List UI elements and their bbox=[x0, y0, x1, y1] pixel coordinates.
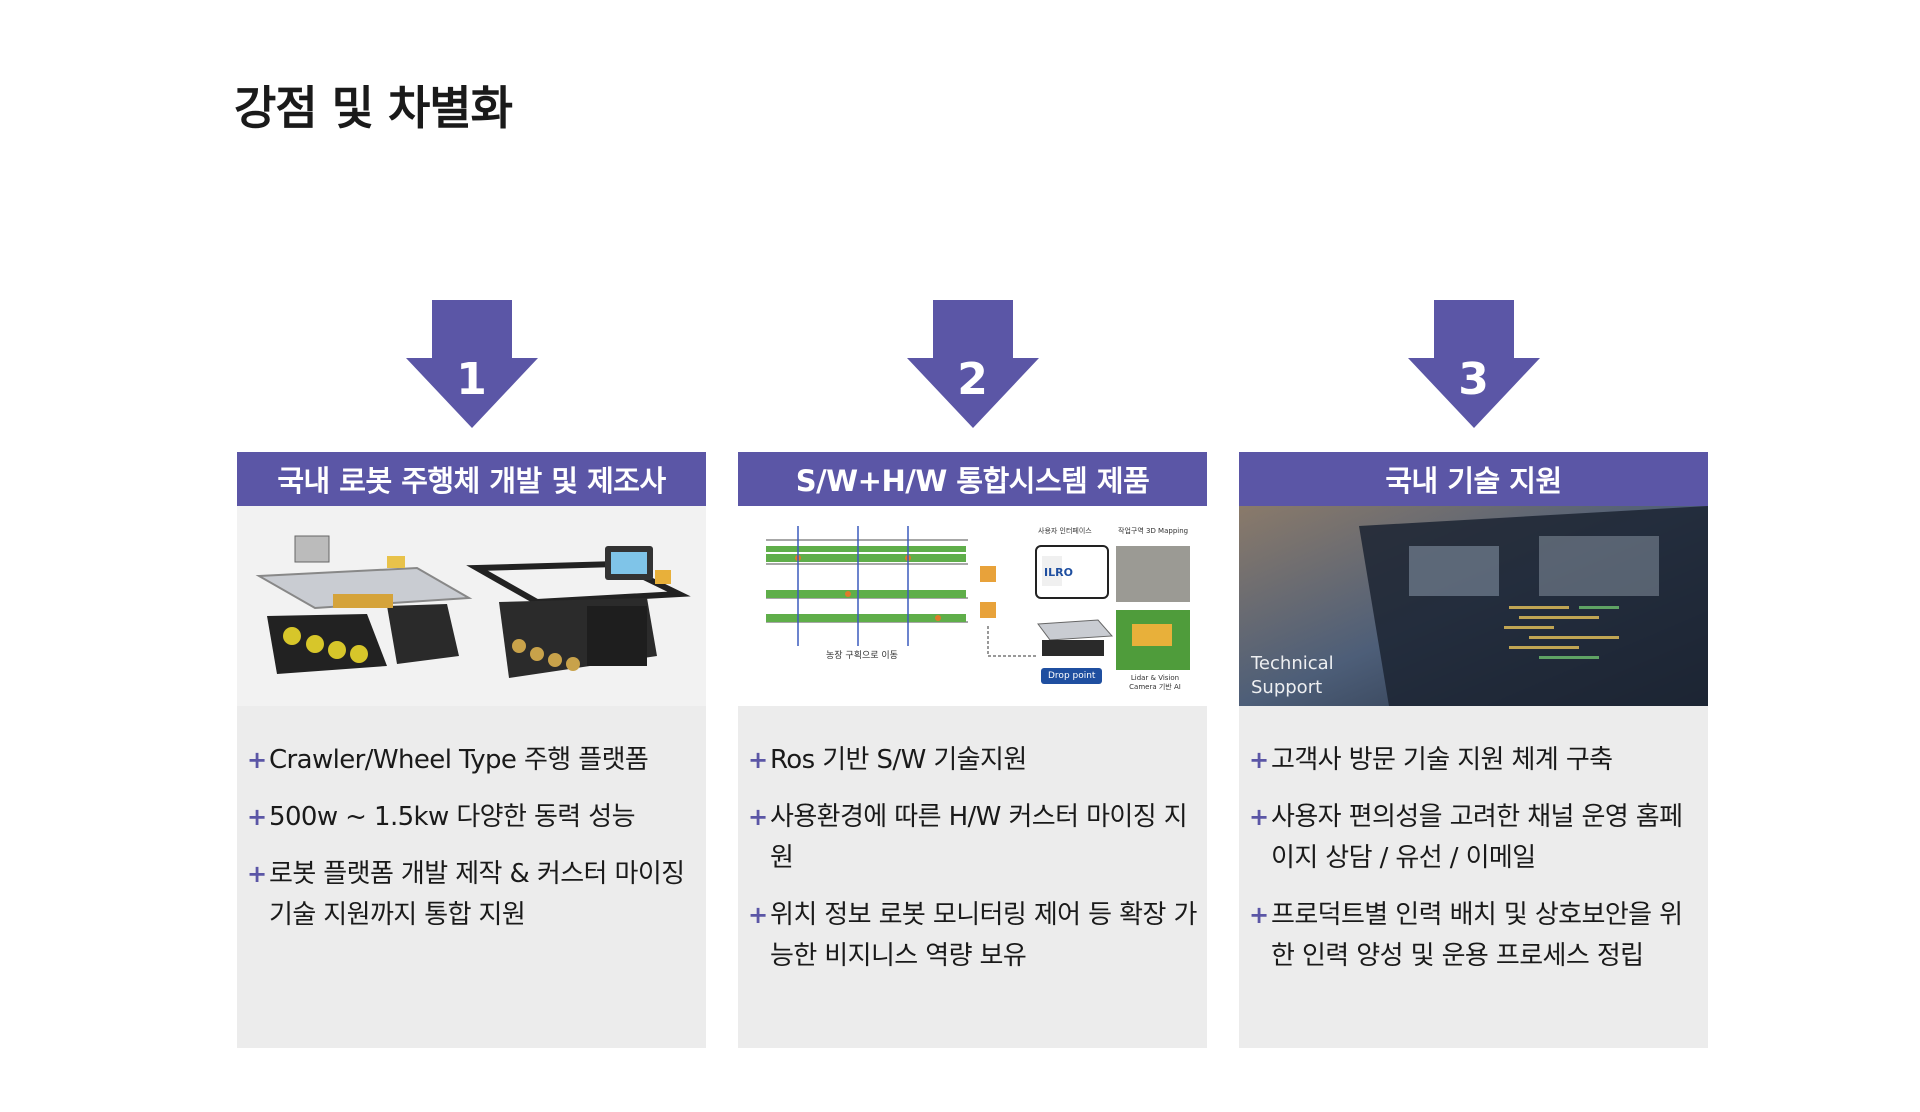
down-arrow-icon: 1 bbox=[405, 300, 538, 428]
system-diagram-image: 농장 구획으로 이동 사용자 인터페이스 작업구역 3D Mapping ILR… bbox=[738, 506, 1207, 706]
ui-label: 사용자 인터페이스 bbox=[1038, 527, 1092, 535]
plus-icon: + bbox=[1249, 746, 1269, 774]
lidar-label: Lidar & Vision Camera 기반 AI bbox=[1129, 674, 1181, 691]
plus-icon: + bbox=[748, 803, 768, 831]
list-item: +Ros 기반 S/W 기술지원 bbox=[748, 740, 1197, 781]
ilro-logo: ILRO bbox=[1044, 566, 1073, 579]
down-arrow-icon: 3 bbox=[1407, 300, 1540, 428]
page-title: 강점 및 차별화 bbox=[234, 81, 513, 135]
plus-icon: + bbox=[247, 860, 267, 888]
plus-icon: + bbox=[748, 901, 768, 929]
strength-column-3: 3 국내 기술 지원 bbox=[1239, 300, 1708, 1048]
list-item: +로봇 플랫폼 개발 제작 & 커스터 마이징 기술 지원까지 통합 지원 bbox=[247, 854, 696, 936]
feature-list: +Ros 기반 S/W 기술지원 +사용환경에 따른 H/W 커스터 마이징 지… bbox=[738, 706, 1207, 977]
list-item: +고객사 방문 기술 지원 체계 구축 bbox=[1249, 740, 1698, 781]
strength-card: 국내 로봇 주행체 개발 및 제조사 bbox=[237, 452, 706, 1048]
robot-platform-image bbox=[237, 506, 706, 706]
strength-card: S/W+H/W 통합시스템 제품 bbox=[738, 452, 1207, 1048]
down-arrow-icon: 2 bbox=[906, 300, 1039, 428]
farm-move-label: 농장 구획으로 이동 bbox=[826, 651, 898, 661]
plus-icon: + bbox=[1249, 901, 1269, 929]
card-header: S/W+H/W 통합시스템 제품 bbox=[738, 452, 1207, 506]
plus-icon: + bbox=[748, 746, 768, 774]
technical-support-image: Technical Support bbox=[1239, 506, 1708, 706]
feature-list: +고객사 방문 기술 지원 체계 구축 +사용자 편의성을 고려한 채널 운영 … bbox=[1239, 706, 1708, 977]
card-header: 국내 기술 지원 bbox=[1239, 452, 1708, 506]
step-number: 3 bbox=[1458, 354, 1489, 405]
list-item: +500w ~ 1.5kw 다양한 동력 성능 bbox=[247, 797, 696, 838]
list-item: +프로덕트별 인력 배치 및 상호보안을 위한 인력 양성 및 운용 프로세스 … bbox=[1249, 895, 1698, 977]
list-item: +위치 정보 로봇 모니터링 제어 등 확장 가능한 비지니스 역량 보유 bbox=[748, 895, 1197, 977]
strength-column-1: 1 국내 로봇 주행체 개발 및 제조사 bbox=[237, 300, 706, 1048]
list-item: +Crawler/Wheel Type 주행 플랫폼 bbox=[247, 740, 696, 781]
drop-point-badge: Drop point bbox=[1041, 668, 1103, 684]
list-item: +사용자 편의성을 고려한 채널 운영 홈페이지 상담 / 유선 / 이메일 bbox=[1249, 797, 1698, 879]
step-number: 1 bbox=[456, 354, 487, 405]
plus-icon: + bbox=[247, 746, 267, 774]
strength-column-2: 2 S/W+H/W 통합시스템 제품 bbox=[738, 300, 1207, 1048]
step-number: 2 bbox=[957, 354, 988, 405]
feature-list: +Crawler/Wheel Type 주행 플랫폼 +500w ~ 1.5kw… bbox=[237, 706, 706, 936]
strength-card: 국내 기술 지원 bbox=[1239, 452, 1708, 1048]
mapping-label: 작업구역 3D Mapping bbox=[1118, 527, 1189, 535]
card-header: 국내 로봇 주행체 개발 및 제조사 bbox=[237, 452, 706, 506]
plus-icon: + bbox=[1249, 803, 1269, 831]
technical-support-label: Technical Support bbox=[1251, 653, 1334, 698]
list-item: +사용환경에 따른 H/W 커스터 마이징 지원 bbox=[748, 797, 1197, 879]
plus-icon: + bbox=[247, 803, 267, 831]
